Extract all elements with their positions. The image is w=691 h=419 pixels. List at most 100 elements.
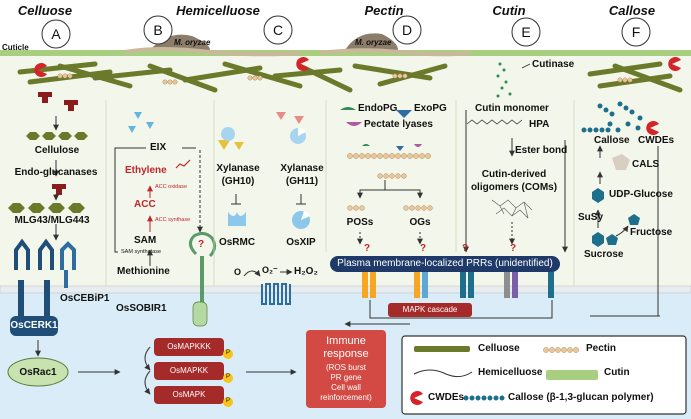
hpa-label: HPA bbox=[529, 119, 550, 130]
cutin-layer bbox=[0, 50, 691, 56]
pectin-cleavage-graphic bbox=[362, 144, 422, 151]
phospho-1-icon bbox=[223, 349, 233, 359]
xylanase-gh10-label: Xylanase bbox=[216, 163, 260, 174]
phospho-1-label: P bbox=[225, 350, 231, 356]
osrmc-shape-graphic bbox=[228, 212, 246, 226]
cutin-question-mark-2: ? bbox=[510, 243, 517, 254]
legend-cwde-icon bbox=[410, 391, 423, 406]
cutin-monomer-label: Cutin monomer bbox=[475, 103, 549, 114]
cutinase-label: Cutinase bbox=[532, 59, 575, 70]
osrac1-shape bbox=[7, 357, 69, 387]
fungus-label-left: M. oryzae bbox=[174, 38, 211, 47]
header-callose: Callose bbox=[608, 3, 656, 18]
exopg-icon bbox=[396, 110, 412, 118]
prr-to-cascade-bracket bbox=[369, 300, 553, 319]
susy-label: SuSy bbox=[578, 212, 604, 223]
nadph-oxidase-graphic bbox=[261, 283, 291, 305]
acc-label: ACC bbox=[134, 199, 156, 210]
ros-arrow-1 bbox=[243, 269, 261, 277]
oscerk1-receptor-graphic bbox=[10, 238, 58, 336]
cellulose-label: Cellulose bbox=[34, 145, 80, 156]
osmapk-label: OsMAPK bbox=[172, 390, 206, 399]
acc-synthase-label: ACC synthase bbox=[155, 217, 191, 223]
osmapkk-box bbox=[154, 362, 224, 380]
immune-detail-4: reinforcement) bbox=[320, 393, 372, 402]
cuticle-label: Cuticle bbox=[2, 43, 29, 52]
pectin-chain-graphic bbox=[347, 153, 433, 211]
ogs-label: OGs bbox=[409, 217, 431, 228]
cutinase-pointer bbox=[521, 63, 531, 69]
legend-callose-swatch bbox=[463, 395, 505, 401]
h2o2-label: H₂O₂ bbox=[294, 266, 318, 277]
sam-label: SAM bbox=[134, 235, 157, 246]
header-cutin: Cutin bbox=[492, 3, 526, 18]
prr-receptor-stubs-graphic bbox=[362, 272, 554, 298]
ogs-question-mark: ? bbox=[420, 243, 427, 254]
sucrose-shape bbox=[592, 232, 618, 247]
header-pectin: Pectin bbox=[364, 3, 404, 18]
osmapkk-label: OsMAPKK bbox=[169, 366, 209, 375]
immune-title-1: Immune bbox=[326, 335, 366, 347]
header-cellulose: Celluose bbox=[17, 3, 73, 18]
cals-label: CALS bbox=[632, 159, 660, 170]
fungus-label-right: M. oryzae bbox=[355, 38, 392, 47]
oscebip1-receptor-graphic bbox=[60, 241, 76, 288]
legend-pectin-label: Pectin bbox=[586, 343, 617, 354]
endoglucanases-label: Endo-glucanases bbox=[14, 167, 98, 178]
oscebip1-label: OsCEBiP1 bbox=[60, 293, 110, 304]
fungus-right-graphic bbox=[319, 33, 471, 57]
poss-label: POSs bbox=[346, 217, 374, 228]
cwde-enzymes-graphic bbox=[34, 57, 681, 135]
oxygen-label: O bbox=[234, 267, 242, 277]
oscerk1-label: OsCERK1 bbox=[10, 320, 58, 331]
coms-label-1: Cutin-derived bbox=[481, 169, 547, 180]
panel-label-d: D bbox=[401, 22, 413, 38]
immune-detail-2: PR gene bbox=[330, 373, 362, 382]
panel-label-c: C bbox=[272, 22, 284, 38]
com-network-graphic bbox=[491, 199, 533, 219]
mlg-label: MLG43/MLG443 bbox=[14, 215, 90, 226]
osrmc-label: OsRMC bbox=[218, 237, 256, 248]
eix-label: EIX bbox=[150, 142, 167, 153]
cellulose-hexagons-graphic bbox=[8, 132, 88, 213]
endopg-icon bbox=[340, 107, 356, 110]
sucrose-label: Sucrose bbox=[584, 249, 624, 260]
osxip-label: OsXIP bbox=[286, 237, 316, 248]
ossobir1-receptor-graphic bbox=[189, 231, 217, 327]
ossobir1-label: OsSOBIR1 bbox=[116, 303, 167, 314]
legend-cutin-label: Cutin bbox=[604, 367, 630, 378]
arrow-sucrose-fructose bbox=[615, 225, 629, 237]
immune-detail-3: Cell wall bbox=[331, 383, 361, 392]
cell-wall-fibers-graphic bbox=[17, 61, 683, 93]
panel-label-a: A bbox=[51, 26, 61, 42]
arrow-to-poss bbox=[357, 180, 386, 199]
mapk-cascade-label: MAPK cascade bbox=[402, 305, 458, 314]
callose-cwdes-label: CWDEs bbox=[638, 135, 675, 146]
cals-shape bbox=[612, 154, 630, 170]
hpa-structure-icon bbox=[466, 119, 523, 125]
panel-label-f: F bbox=[631, 24, 641, 40]
prr-bar bbox=[330, 256, 560, 272]
poss-question-mark: ? bbox=[364, 243, 371, 254]
immune-title-2: response bbox=[323, 348, 369, 360]
legend-cellulose-label: Celluose bbox=[478, 343, 520, 354]
section-dividers bbox=[105, 100, 575, 286]
methionine-label: Methionine bbox=[117, 266, 170, 277]
xylanase-gh10-graphic bbox=[218, 127, 244, 150]
ester-bond-label: Ester bond bbox=[515, 145, 568, 156]
phospho-3-label: P bbox=[225, 398, 231, 404]
legend-hemicellulose-swatch bbox=[413, 369, 473, 378]
pectate-lyase-icon bbox=[346, 122, 362, 126]
exopg-label: ExoPG bbox=[414, 103, 447, 114]
osmapk-box bbox=[154, 386, 224, 404]
fructose-label: Fructose bbox=[630, 227, 673, 238]
xylanase-gh11-graphic bbox=[276, 112, 306, 144]
osmapkkk-label: OsMAPKKK bbox=[167, 342, 211, 351]
endopg-label: EndoPG bbox=[358, 103, 398, 114]
xylanase-gh11-label: Xylanase bbox=[280, 163, 324, 174]
immune-response-box bbox=[306, 330, 386, 408]
cutinase-dots-graphic bbox=[496, 62, 512, 98]
plasma-membrane bbox=[0, 285, 691, 294]
